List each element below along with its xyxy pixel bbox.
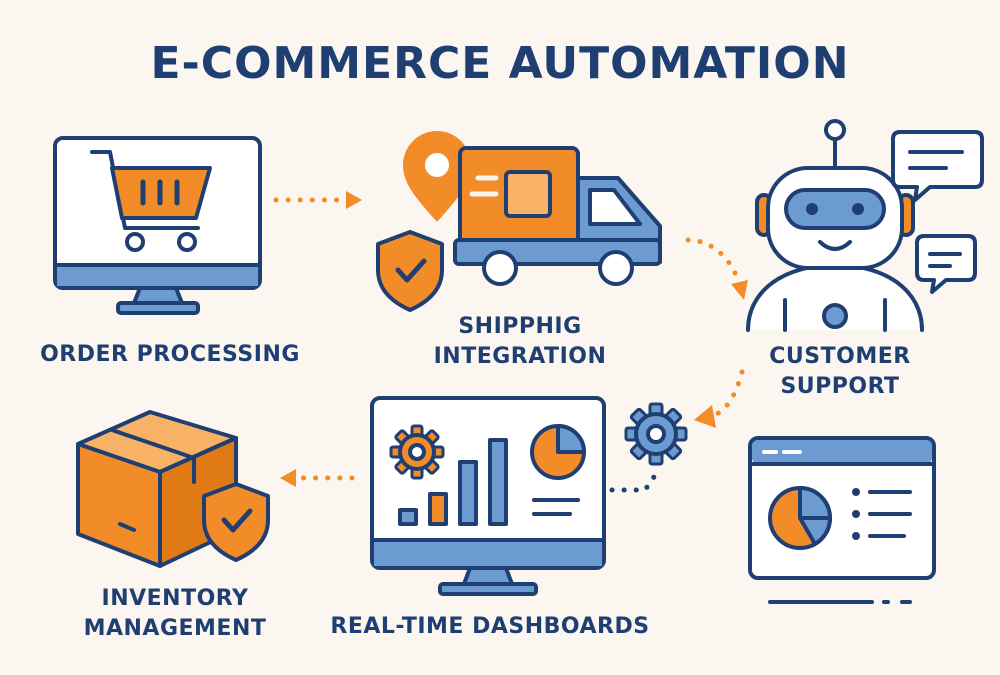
step-label-order-processing: ORDER PROCESSING [30, 340, 310, 370]
shield-check-icon [376, 230, 444, 312]
label-line: INVENTORY [101, 586, 249, 611]
label-line: INTEGRATION [433, 344, 607, 369]
shopping-cart-monitor-icon [53, 136, 262, 315]
analytics-window-icon [748, 436, 936, 604]
label-line: SHIPPHIG [458, 314, 582, 339]
dashboard-monitor-icon [370, 396, 606, 596]
label-line: ORDER PROCESSING [40, 342, 300, 367]
step-label-inventory-management: INVENTORY MANAGEMENT [60, 584, 290, 644]
flow-arrow-order-to-shipping [273, 191, 362, 209]
gear-icon [624, 402, 688, 466]
flow-arrow-dashboard-to-inventory [280, 469, 355, 487]
flow-arrow-shipping-to-support [685, 237, 748, 300]
flow-arrow-support-to-dashboard [694, 369, 745, 428]
connector-dots [609, 471, 659, 493]
package-box-icon [76, 410, 238, 568]
delivery-truck-icon [403, 131, 662, 286]
support-robot-icon [746, 119, 924, 332]
shield-check-icon [202, 482, 270, 562]
chat-bubble-icon [891, 130, 984, 202]
label-line: MANAGEMENT [83, 616, 267, 641]
chat-bubble-small-icon [915, 234, 977, 294]
label-line: REAL-TIME DASHBOARDS [330, 614, 650, 639]
step-label-shipping-integration: SHIPPHIG INTEGRATION [400, 312, 640, 372]
page-title: E-COMMERCE AUTOMATION [150, 38, 850, 89]
label-line: SUPPORT [780, 374, 900, 399]
step-label-customer-support: CUSTOMER SUPPORT [740, 342, 940, 402]
step-label-realtime-dashboards: REAL-TIME DASHBOARDS [320, 612, 660, 642]
label-line: CUSTOMER [769, 344, 911, 369]
